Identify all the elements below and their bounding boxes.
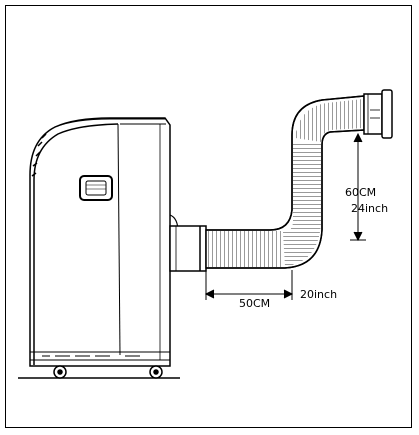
vertical-dimension — [350, 132, 366, 242]
horizontal-dimension-inch: 20inch — [300, 288, 337, 301]
exhaust-hose — [205, 95, 365, 269]
vertical-dimension-inch: 24inch — [351, 202, 388, 215]
control-panel — [79, 175, 113, 201]
window-adapter — [363, 89, 393, 139]
vertical-dimension-cm: 60CM — [345, 186, 376, 199]
hose-connector — [169, 225, 207, 272]
caster-wheels — [53, 365, 163, 379]
horizontal-dimension — [204, 270, 294, 300]
air-conditioner-unit — [29, 117, 179, 367]
horizontal-dimension-cm: 50CM — [239, 297, 270, 310]
louvers — [31, 133, 47, 177]
